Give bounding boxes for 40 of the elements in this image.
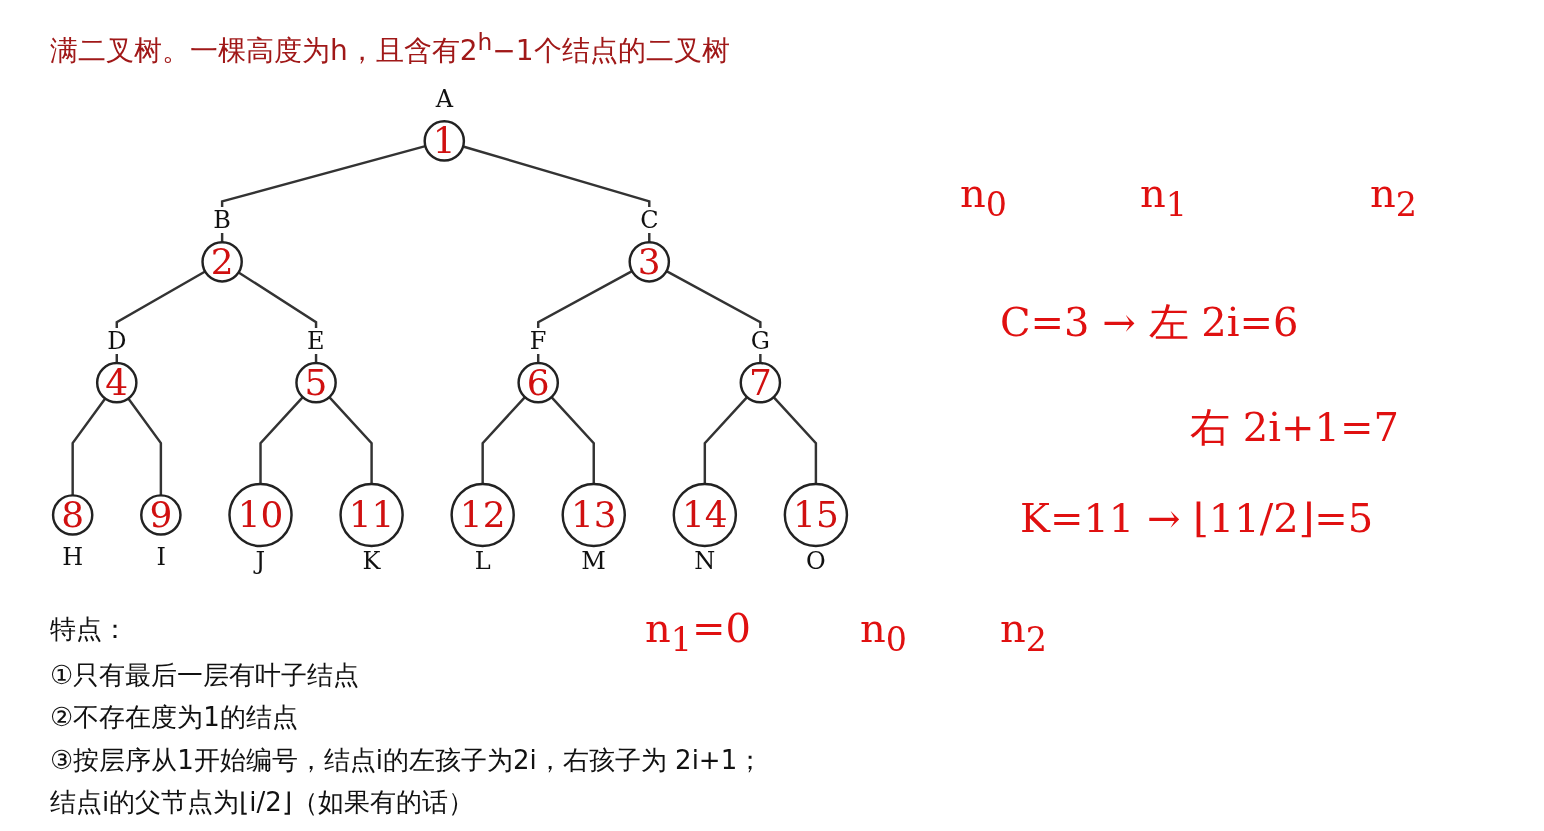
node-circle: 4 (95, 361, 138, 404)
title: 满二叉树。一棵高度为h，且含有2$^{h}$−1个结点的二叉树 (50, 28, 730, 70)
node-circle: 15 (783, 482, 849, 548)
connector (772, 396, 818, 484)
node-circle: 10 (228, 482, 293, 548)
handwritten-note: 右 2i+1=7 (1190, 403, 1399, 452)
connector (550, 396, 595, 484)
handwritten-note: n$_{0}$ (860, 605, 907, 659)
node-circle: 14 (672, 482, 738, 548)
node-circle: 12 (450, 482, 515, 548)
connector (328, 396, 373, 484)
connector (259, 396, 304, 484)
handwritten-note: n$_{1}$=0 (645, 605, 751, 659)
node-circle: 9 (140, 494, 182, 536)
note-text: ③按层序从1开始编号，结点i的左孩子为2i，右孩子为 2i+1； (50, 744, 764, 777)
node-circle: 6 (517, 361, 560, 404)
connector (481, 396, 526, 484)
handwritten-note: n$_{2}$ (1000, 605, 1047, 659)
node-circle: 8 (51, 494, 94, 536)
node-circle: 7 (739, 361, 782, 404)
node-circle: 3 (628, 240, 671, 283)
note-text: ①只有最后一层有叶子结点 (50, 659, 360, 692)
connector (462, 145, 651, 243)
node-circle: 11 (339, 482, 404, 548)
note-text: 结点i的父节点为⌊i/2⌋（如果有的话） (50, 786, 475, 819)
node-circle: 13 (561, 482, 626, 548)
connector (703, 396, 748, 484)
note-text: ②不存在度为1的结点 (50, 701, 298, 734)
connector (71, 397, 107, 496)
note-text: 特点： (50, 613, 128, 646)
connector (220, 144, 426, 243)
handwritten-note: C=3 → 左 2i=6 (1000, 298, 1299, 347)
handwritten-note: n$_{0}$ (960, 170, 1007, 224)
handwritten-note: n$_{2}$ (1370, 170, 1417, 224)
node-circle: 1 (423, 120, 466, 162)
handwritten-note: n$_{1}$ (1140, 170, 1187, 224)
connector (127, 397, 163, 496)
handwritten-note: K=11 → ⌊11/2⌋=5 (1020, 495, 1374, 541)
node-circle: 5 (295, 361, 337, 404)
node-circle: 2 (201, 240, 243, 283)
